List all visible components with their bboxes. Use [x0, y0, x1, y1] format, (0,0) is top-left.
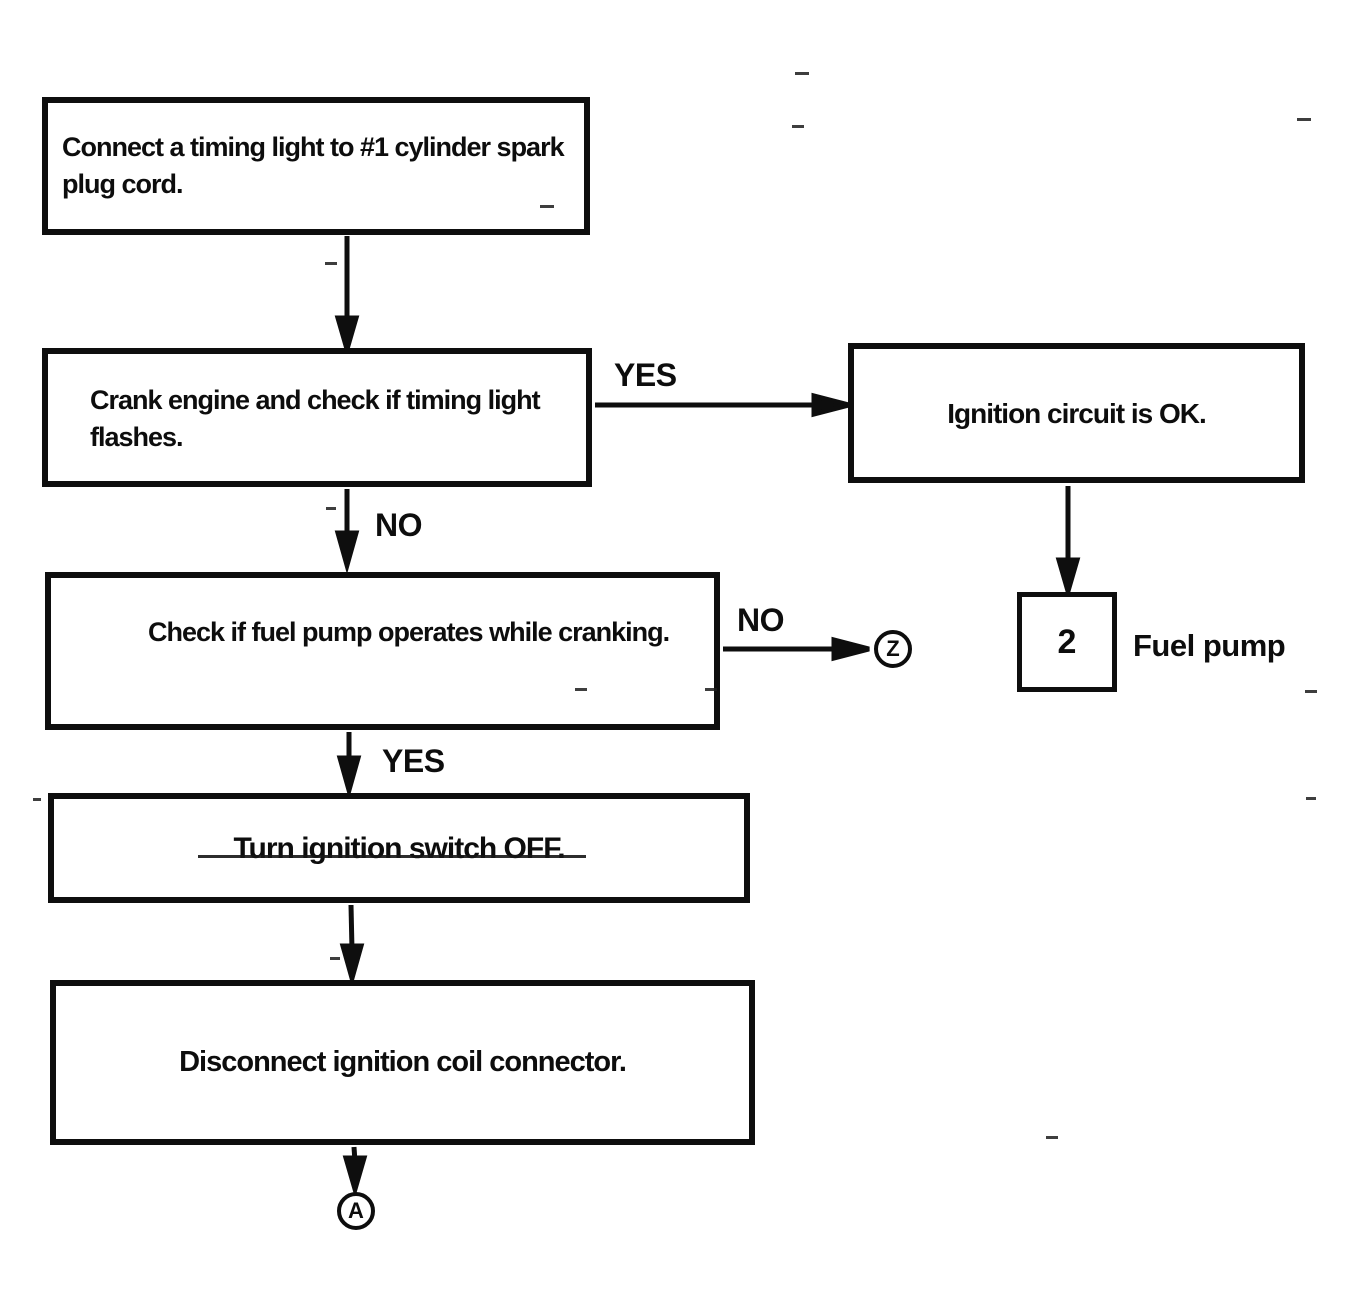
edge-label-pump-no: NO: [737, 602, 785, 638]
edge-label-pump-yes: YES: [382, 743, 445, 779]
fuel-pump-label: Fuel pump: [1133, 628, 1286, 663]
connector-a: A: [337, 1192, 375, 1230]
edge-label-crank-no: NO: [375, 507, 423, 543]
node-ignition-ok: Ignition circuit is OK.: [848, 343, 1305, 483]
scan-artifact: [795, 72, 809, 75]
node-check-fuel-pump: Check if fuel pump operates while cranki…: [45, 572, 720, 730]
scan-artifact: [575, 688, 587, 691]
scan-artifact: [326, 507, 336, 510]
node-crank-engine-text: Crank engine and check if timing light f…: [90, 385, 541, 452]
arrowhead-connect-to-crank: [334, 315, 360, 358]
edge-label-crank-yes: YES: [614, 357, 677, 393]
node-crank-engine: Crank engine and check if timing light f…: [42, 348, 592, 487]
arrowhead-ignition-to-fuelpump: [1055, 557, 1081, 600]
arrow-disconnect-to-a: [351, 1146, 358, 1163]
scan-artifact: [1306, 797, 1316, 800]
scan-strike-line: [198, 855, 586, 858]
arrowhead-turnoff-to-disconnect: [339, 943, 365, 988]
arrowhead-pump-no: [831, 636, 870, 662]
scan-artifact: [705, 688, 717, 691]
scan-artifact: [1297, 118, 1311, 121]
scan-artifact: [792, 125, 804, 128]
node-connect-timing-light-text: Connect a timing light to #1 cylinder sp…: [62, 132, 565, 199]
node-check-fuel-pump-text: Check if fuel pump operates while cranki…: [148, 617, 670, 647]
scan-artifact: [330, 957, 340, 960]
arrowhead-crank-yes: [811, 392, 850, 418]
connector-a-letter: A: [348, 1198, 364, 1223]
arrow-turnoff-to-disconnect: [348, 904, 355, 951]
scan-artifact: [33, 798, 41, 801]
fuel-pump-ref-number: 2: [1057, 622, 1077, 661]
scan-artifact: [540, 205, 554, 208]
arrowhead-crank-no: [334, 530, 360, 575]
arrowhead-pump-yes: [336, 755, 362, 800]
node-ignition-ok-text: Ignition circuit is OK.: [947, 397, 1207, 429]
node-fuel-pump-ref: 2: [1017, 592, 1117, 692]
node-turn-ignition-off-text: Turn ignition switch OFF.: [233, 831, 565, 865]
scan-artifact: [325, 262, 337, 265]
node-connect-timing-light: Connect a timing light to #1 cylinder sp…: [42, 97, 590, 235]
scan-artifact: [1046, 1136, 1058, 1139]
scan-artifact: [1305, 690, 1317, 693]
connector-z-letter: Z: [886, 636, 900, 661]
node-disconnect-coil: Disconnect ignition coil connector.: [50, 980, 755, 1145]
node-turn-ignition-off: Turn ignition switch OFF.: [48, 793, 750, 903]
connector-z: Z: [874, 630, 912, 668]
node-disconnect-coil-text: Disconnect ignition coil connector.: [179, 1046, 627, 1078]
arrowhead-disconnect-to-a: [342, 1155, 368, 1198]
